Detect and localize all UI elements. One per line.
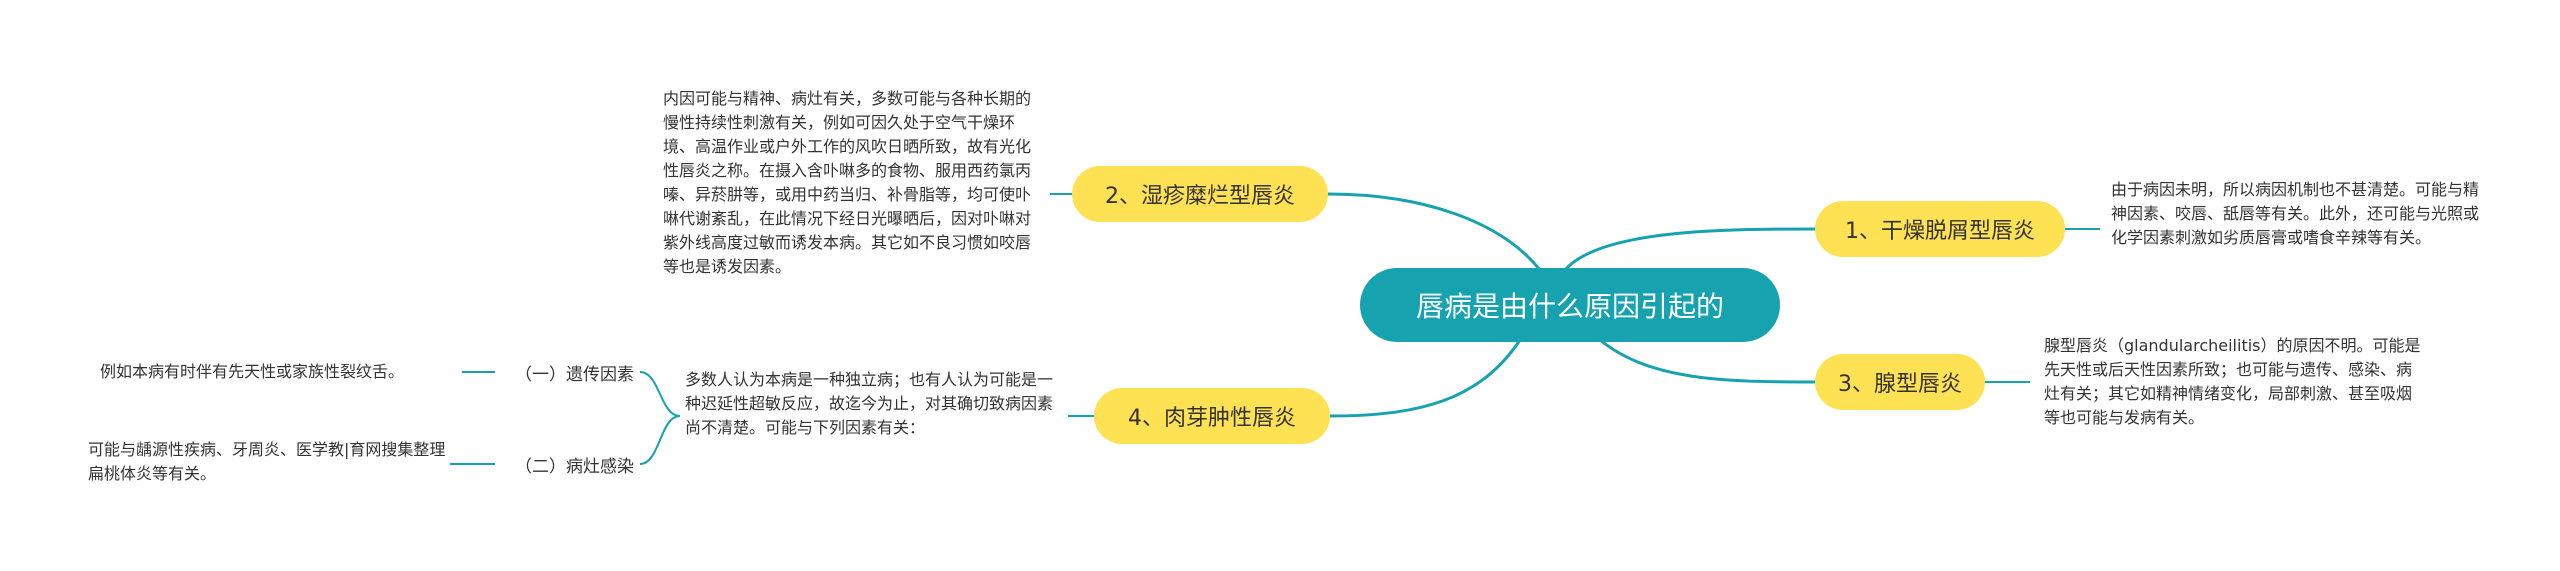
link-root-b2 bbox=[1327, 192, 1542, 271]
note-genetic-factors: 例如本病有时伴有先天性或家族性裂纹舌。 bbox=[100, 362, 405, 381]
branch-glandular-cheilitis[interactable]: 3、腺型唇炎 bbox=[1815, 354, 1985, 410]
branch-eczema-erosive-cheilitis[interactable]: 2、湿疹糜烂型唇炎 bbox=[1072, 166, 1328, 222]
link-root-b1 bbox=[1563, 227, 1816, 271]
branch-dry-scaly-cheilitis[interactable]: 1、干燥脱屑型唇炎 bbox=[1815, 201, 2065, 257]
note-glandular-cheilitis: 腺型唇炎（glandularcheilitis）的原因不明。可能是先天性或后天性… bbox=[2044, 336, 2421, 427]
branch-granulomatous-cheilitis[interactable]: 4、肉芽肿性唇炎 bbox=[1094, 388, 1330, 444]
subtopic-genetic-factors[interactable]: （一）遗传因素 bbox=[515, 365, 634, 385]
root-topic[interactable]: 唇病是由什么原因引起的 bbox=[1360, 268, 1780, 342]
note-dry-scaly-cheilitis: 由于病因未明，所以病因机制也不甚清楚。可能与精神因素、咬唇、舐唇等有关。此外，还… bbox=[2111, 180, 2480, 247]
link-note-subs bbox=[639, 371, 681, 465]
note-granulomatous-cheilitis: 多数人认为本病是一种独立病；也有人认为可能是一种迟延性超敏反应，故迄今为止，对其… bbox=[685, 370, 1054, 437]
note-eczema-erosive-cheilitis: 内因可能与精神、病灶有关，多数可能与各种长期的慢性持续性刺激有关，例如可因久处于… bbox=[663, 89, 1032, 276]
link-root-b4 bbox=[1329, 339, 1522, 418]
subtopic-focal-infection[interactable]: （二）病灶感染 bbox=[515, 457, 634, 477]
link-root-b3 bbox=[1599, 338, 1816, 384]
note-focal-infection: 可能与龋源性疾病、牙周炎、医学教|育网搜集整理扁桃体炎等有关。 bbox=[88, 440, 446, 483]
